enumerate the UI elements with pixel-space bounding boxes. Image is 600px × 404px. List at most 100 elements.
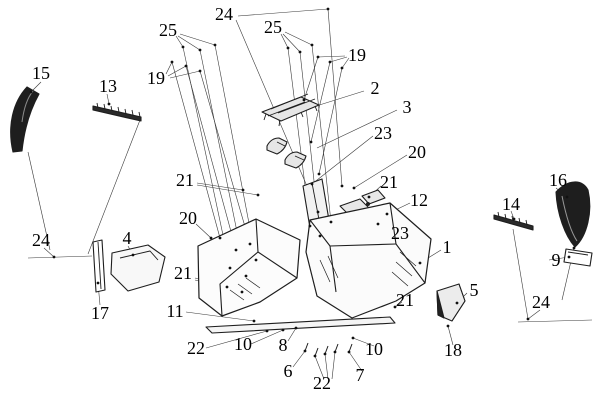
leader-line xyxy=(169,70,201,79)
fastener-dot xyxy=(326,7,330,11)
leader-line xyxy=(512,228,529,320)
fastener-dot xyxy=(565,195,569,199)
leader-line xyxy=(292,350,306,368)
part-2-shape xyxy=(261,93,320,127)
fastener-dot xyxy=(309,140,313,144)
fastener-dot xyxy=(526,317,530,321)
fastener-dot xyxy=(316,210,320,214)
part-11-shape xyxy=(197,218,301,317)
fastener-dot xyxy=(240,290,244,294)
fastener-dot xyxy=(347,350,351,354)
fastener-dot xyxy=(316,55,320,59)
leader-line xyxy=(352,337,375,347)
fastener-dot xyxy=(281,328,285,332)
leader-line xyxy=(287,327,297,342)
fastener-dots-layer xyxy=(29,7,576,358)
fastener-dot xyxy=(209,236,213,240)
fastener-dot xyxy=(107,102,111,106)
leader-line xyxy=(27,255,93,259)
fastener-dot xyxy=(303,349,307,353)
fastener-dot xyxy=(351,336,355,340)
leader-line xyxy=(284,31,313,46)
leader-line xyxy=(447,325,454,346)
fastener-dot xyxy=(393,305,397,309)
leader-line xyxy=(282,33,301,53)
fastener-dot xyxy=(298,50,302,54)
fastener-dot xyxy=(213,43,217,47)
fastener-dot xyxy=(131,253,135,257)
leader-line xyxy=(196,182,244,191)
part-15-shape xyxy=(10,86,40,153)
part-16-shape xyxy=(555,181,591,248)
fastener-dot xyxy=(317,172,321,176)
fastener-dot xyxy=(252,319,256,323)
fastener-dot xyxy=(241,188,245,192)
leader-line xyxy=(311,44,332,223)
fastener-dot xyxy=(455,301,459,305)
fastener-dot xyxy=(310,182,314,186)
fastener-dot xyxy=(181,45,185,49)
leader-line xyxy=(87,119,141,255)
leader-line xyxy=(165,61,173,75)
leader-line xyxy=(341,57,350,69)
leader-line xyxy=(106,93,110,105)
fastener-dot xyxy=(313,354,317,358)
leader-line xyxy=(185,65,237,251)
leader-line xyxy=(199,70,251,245)
leader-line xyxy=(517,319,593,323)
fastener-dot xyxy=(329,220,333,224)
fastener-dot xyxy=(234,248,238,252)
leader-line xyxy=(27,151,51,251)
fastener-dot xyxy=(265,329,269,333)
fastener-dot xyxy=(294,326,298,330)
leader-line xyxy=(179,33,216,46)
fastener-dot xyxy=(244,274,248,278)
leader-line xyxy=(237,8,329,17)
fastener-dot xyxy=(340,66,344,70)
part-1-shape xyxy=(305,202,432,319)
leader-line xyxy=(167,65,187,77)
leader-line xyxy=(177,35,201,51)
part-5-18-shape xyxy=(436,283,466,322)
part-17-shape xyxy=(92,239,106,293)
leader-line xyxy=(510,210,515,220)
leader-line xyxy=(310,61,331,143)
fastener-dot xyxy=(328,60,332,64)
fastener-dot xyxy=(352,186,356,190)
fastener-screws-shape xyxy=(304,342,353,357)
leader-line xyxy=(327,8,343,187)
part-14-shape xyxy=(493,211,534,231)
leader-line xyxy=(394,301,403,308)
leader-line xyxy=(280,33,289,49)
leader-line xyxy=(329,56,348,63)
leader-line xyxy=(195,223,212,239)
leader-line xyxy=(196,184,259,196)
fastener-dot xyxy=(96,281,100,285)
fastener-dot xyxy=(512,217,516,221)
leader-line xyxy=(316,109,398,149)
leader-line xyxy=(171,61,221,239)
leader-line xyxy=(353,154,408,189)
fastener-dot xyxy=(52,255,56,259)
part-9-shape xyxy=(563,248,593,267)
fastener-dot xyxy=(256,193,260,197)
fastener-dot xyxy=(308,224,312,228)
leader-line xyxy=(303,56,319,101)
fastener-dot xyxy=(170,60,174,64)
leader-line xyxy=(175,35,184,48)
fastener-dot xyxy=(323,352,327,356)
fastener-dot xyxy=(567,255,571,259)
part-13-shape xyxy=(92,102,142,122)
fastener-dot xyxy=(228,266,232,270)
leader-line xyxy=(185,311,255,322)
part-3-shape xyxy=(266,137,307,169)
parts-artwork xyxy=(10,86,593,357)
leader-line xyxy=(331,351,336,380)
fastener-dot xyxy=(29,90,33,94)
fastener-dot xyxy=(248,242,252,246)
leader-line xyxy=(205,330,268,349)
leader-line xyxy=(312,90,365,108)
leader-line xyxy=(348,351,363,372)
